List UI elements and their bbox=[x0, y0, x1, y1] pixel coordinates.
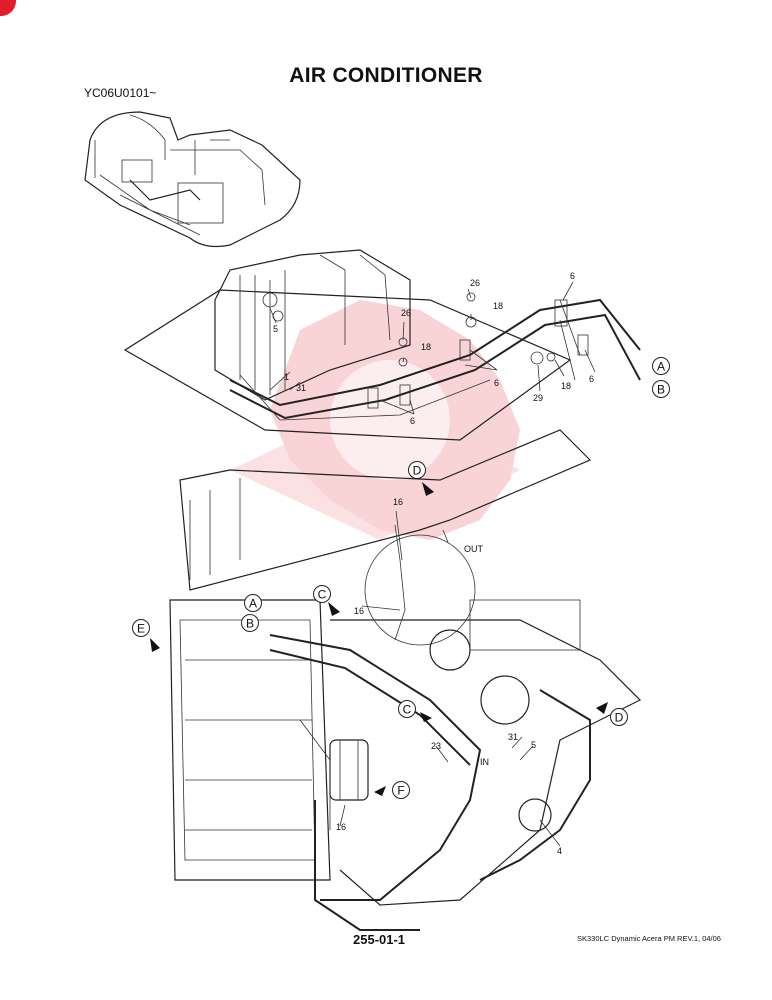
watermark-logo bbox=[230, 300, 520, 540]
svg-text:E: E bbox=[137, 622, 145, 636]
page-title: AIR CONDITIONER bbox=[289, 64, 483, 87]
refrigerant-hoses-lower bbox=[269, 524, 591, 931]
marker-a-top: A bbox=[652, 357, 670, 375]
marker-c-mid: C bbox=[313, 585, 331, 603]
svg-text:D: D bbox=[413, 464, 422, 478]
refrigerant-hoses-upper bbox=[229, 292, 641, 421]
callout-26-top: 26 bbox=[470, 278, 480, 288]
marker-e: E bbox=[132, 619, 150, 637]
callout-5-top: 5 bbox=[273, 324, 278, 334]
svg-text:A: A bbox=[249, 597, 257, 611]
marker-d-right: D bbox=[610, 708, 628, 726]
callout-16-mid: 16 bbox=[354, 606, 364, 616]
callout-in: IN bbox=[480, 757, 489, 767]
marker-a-mid: A bbox=[244, 594, 262, 612]
callout-18-mid: 18 bbox=[421, 342, 431, 352]
svg-text:C: C bbox=[403, 703, 412, 717]
callout-26-mid: 26 bbox=[401, 308, 411, 318]
marker-b-mid: B bbox=[241, 614, 259, 632]
svg-text:C: C bbox=[318, 588, 327, 602]
serial-range: YC06U0101~ bbox=[84, 86, 157, 100]
callout-6-top: 6 bbox=[570, 271, 575, 281]
cab-overview-illustration bbox=[84, 111, 301, 248]
callout-18-right: 18 bbox=[561, 381, 571, 391]
callout-1: 1 bbox=[284, 372, 289, 382]
callout-23: 23 bbox=[431, 741, 441, 751]
part-callouts: 26 18 6 26 18 5 6 18 6 29 1 31 6 16 OUT … bbox=[273, 271, 594, 856]
callout-6-bottom: 6 bbox=[410, 416, 415, 426]
direction-arrows bbox=[150, 482, 608, 796]
callout-4: 4 bbox=[557, 846, 562, 856]
callout-16-top: 16 bbox=[393, 497, 403, 507]
callout-29: 29 bbox=[533, 393, 543, 403]
document-reference: SK330LC Dynamic Acera PM REV.1, 04/06 bbox=[577, 934, 721, 943]
callout-31-top: 31 bbox=[296, 383, 306, 393]
callout-18-top: 18 bbox=[493, 301, 503, 311]
callout-16-low: 16 bbox=[336, 822, 346, 832]
svg-text:A: A bbox=[657, 360, 665, 374]
page-number: 255-01-1 bbox=[353, 932, 406, 947]
marker-d-top: D bbox=[408, 461, 426, 479]
callout-out: OUT bbox=[464, 544, 484, 554]
svg-text:B: B bbox=[246, 617, 254, 631]
engine-compartment bbox=[169, 429, 642, 906]
callout-6-right: 6 bbox=[589, 374, 594, 384]
callout-31-low: 31 bbox=[508, 732, 518, 742]
marker-f: F bbox=[392, 781, 410, 799]
leader-lines bbox=[269, 281, 596, 847]
marker-b-top: B bbox=[652, 380, 670, 398]
marker-c-low: C bbox=[398, 700, 416, 718]
callout-6-mid: 6 bbox=[494, 378, 499, 388]
svg-text:B: B bbox=[657, 383, 665, 397]
callout-5-low: 5 bbox=[531, 740, 536, 750]
connection-markers: A B A B C C D D bbox=[132, 357, 670, 799]
svg-text:D: D bbox=[615, 711, 624, 725]
svg-text:F: F bbox=[397, 784, 404, 798]
